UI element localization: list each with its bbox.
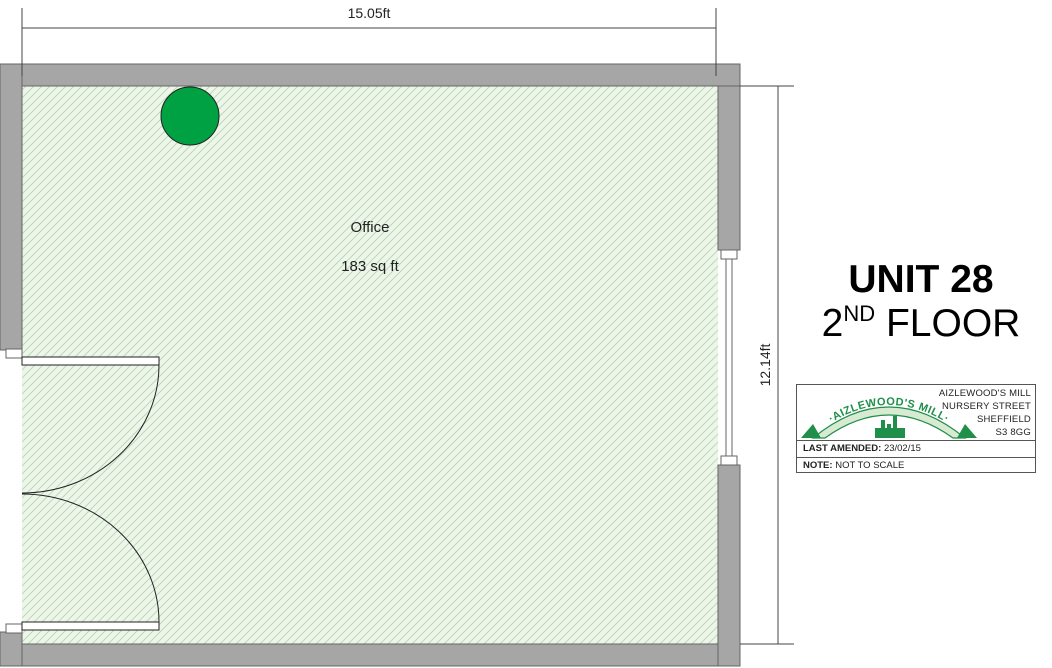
- bottom-wall: [0, 643, 741, 667]
- right-wall-upper: [717, 85, 741, 251]
- height-label: 12.14ft: [757, 343, 773, 386]
- info-card: ·AIZLEWOOD'S MILL· AIZLEWOOD'S MILL NURS…: [796, 384, 1036, 473]
- last-amended-label: LAST AMENDED:: [803, 443, 882, 454]
- floor-title: 2ND FLOOR: [790, 302, 1052, 346]
- note-row: NOTE: NOT TO SCALE: [797, 457, 1035, 473]
- unit-title-block: UNIT 28 2ND FLOOR: [790, 258, 1052, 346]
- note-value: NOT TO SCALE: [835, 460, 905, 471]
- left-wall-lower: [0, 631, 23, 667]
- floor-suffix: ND: [843, 301, 876, 326]
- card-header: ·AIZLEWOOD'S MILL· AIZLEWOOD'S MILL NURS…: [797, 385, 1035, 441]
- width-dimension: 15.05ft: [21, 5, 717, 76]
- double-door: [21, 356, 160, 631]
- address-line: S3 8GG: [995, 427, 1031, 438]
- last-amended-row: LAST AMENDED: 23/02/15: [797, 441, 1035, 457]
- floor-word: FLOOR: [885, 302, 1021, 345]
- floor-number: 2: [821, 302, 844, 345]
- address-line: AIZLEWOOD'S MILL: [938, 388, 1031, 399]
- address-line: SHEFFIELD: [976, 414, 1031, 425]
- room-name: Office: [351, 219, 390, 236]
- height-dimension: 12.14ft: [740, 85, 794, 645]
- room-area: 183 sq ft: [341, 258, 399, 275]
- aizlewoods-mill-logo: ·AIZLEWOOD'S MILL·: [801, 396, 977, 439]
- address-block: AIZLEWOOD'S MILL NURSERY STREET SHEFFIEL…: [939, 387, 1031, 439]
- width-label: 15.05ft: [348, 5, 391, 21]
- last-amended-value: 23/02/15: [883, 443, 921, 454]
- right-wall-lower: [717, 464, 741, 667]
- window: [720, 249, 738, 466]
- note-label: NOTE:: [803, 460, 833, 471]
- address-line: NURSERY STREET: [941, 401, 1031, 412]
- fixture-marker: [160, 86, 220, 146]
- top-wall: [0, 63, 741, 87]
- left-wall-upper: [0, 63, 23, 351]
- unit-title: UNIT 28: [848, 258, 994, 301]
